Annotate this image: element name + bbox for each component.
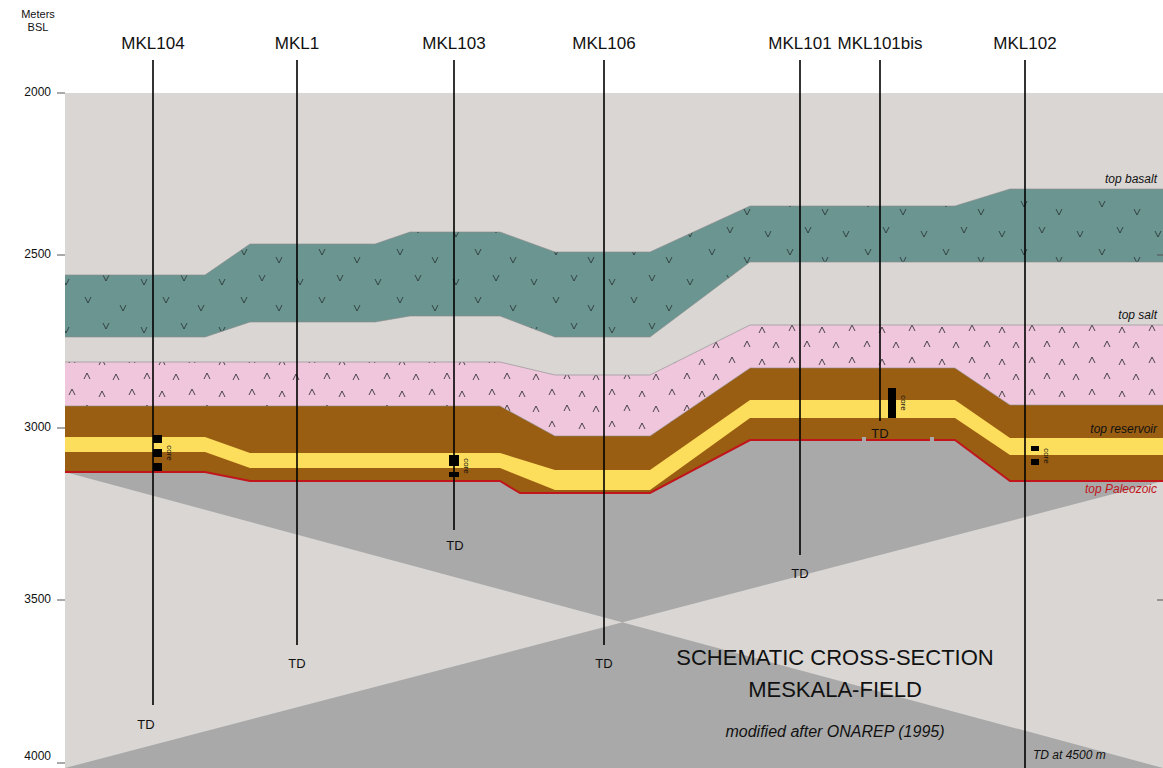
salt-texture xyxy=(65,325,1163,436)
horizon-gap xyxy=(930,437,934,443)
well-name: MKL106 xyxy=(572,34,635,54)
axis-tick xyxy=(57,763,65,764)
axis-tick xyxy=(57,255,65,256)
horizon-line xyxy=(65,325,1163,375)
core-interval xyxy=(1031,446,1039,451)
well-track xyxy=(296,60,298,645)
well-track xyxy=(603,60,605,645)
basalt-texture xyxy=(65,189,1163,337)
core-label: core xyxy=(164,445,173,461)
horizon-label: top salt xyxy=(1118,309,1157,323)
depth-tick: 2500 xyxy=(24,248,51,262)
axis-tick xyxy=(57,93,65,94)
total-depth: TD xyxy=(288,657,305,672)
well-track xyxy=(152,60,154,705)
core-label: core xyxy=(1041,448,1050,464)
horizon-line xyxy=(65,368,1163,436)
overburden xyxy=(65,93,1163,768)
core-label: core xyxy=(461,458,470,474)
diagram-caption: modified after ONAREP (1995) xyxy=(725,723,944,741)
well-name: MKL102 xyxy=(993,34,1056,54)
core-label: core xyxy=(898,395,907,411)
core-interval xyxy=(1031,459,1039,465)
depth-tick: 4000 xyxy=(24,750,51,764)
total-depth: TD xyxy=(791,567,808,582)
horizon-gap xyxy=(862,437,866,443)
diagram-title: SCHEMATIC CROSS-SECTION MESKALA-FIELD xyxy=(635,642,1035,706)
core-interval xyxy=(153,449,162,457)
horizon-line xyxy=(65,262,1163,337)
total-depth: TD xyxy=(871,427,888,442)
paleozoic-horizon xyxy=(65,440,1163,493)
well-track xyxy=(879,60,881,421)
axis-title: Meters BSL xyxy=(14,8,62,33)
well-name: MKL1 xyxy=(275,34,319,54)
core-interval xyxy=(153,463,162,471)
well-name: MKL101 xyxy=(768,34,831,54)
well-name: MKL103 xyxy=(422,34,485,54)
well-track xyxy=(1024,60,1026,768)
depth-tick: 2000 xyxy=(24,86,51,100)
core-interval xyxy=(449,455,459,466)
total-depth: TD at 4500 m xyxy=(1033,749,1106,763)
axis-tick xyxy=(57,428,65,429)
horizon-label: top basalt xyxy=(1105,173,1157,187)
total-depth: TD xyxy=(137,718,154,733)
axis-tick xyxy=(1157,255,1163,256)
basalt-layer xyxy=(65,189,1163,337)
horizon-label: top Paleozoic xyxy=(1085,483,1157,497)
well-track xyxy=(799,60,801,555)
well-name: MKL104 xyxy=(121,34,184,54)
core-interval xyxy=(888,388,896,418)
depth-tick: 3500 xyxy=(24,593,51,607)
total-depth: TD xyxy=(595,657,612,672)
core-interval xyxy=(449,472,459,477)
total-depth: TD xyxy=(446,539,463,554)
axis-tick xyxy=(57,600,65,601)
salt-layer xyxy=(65,325,1163,436)
axis-tick xyxy=(1157,600,1163,601)
well-name: MKL101bis xyxy=(837,34,922,54)
horizon-label: top reservoir xyxy=(1090,423,1157,437)
core-interval xyxy=(153,435,162,443)
depth-tick: 3000 xyxy=(24,421,51,435)
